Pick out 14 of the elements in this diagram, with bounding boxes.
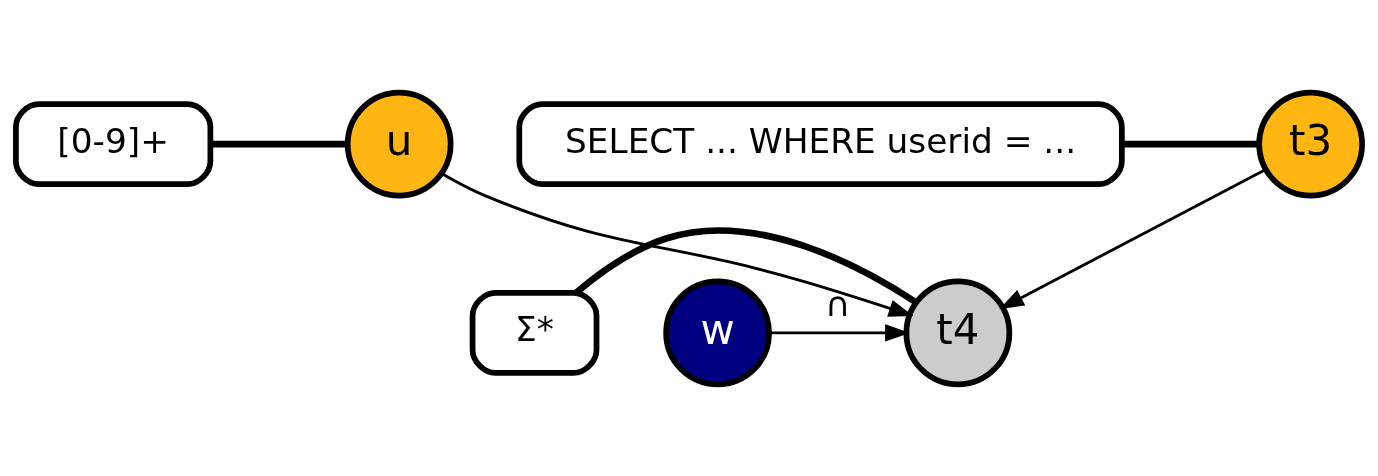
- edge-label: ∩: [825, 283, 851, 324]
- connector: [210, 140, 347, 147]
- arrow: [440, 171, 914, 317]
- node-circle: w: [663, 278, 772, 387]
- node-box: SELECT ... WHERE userid = ...: [516, 100, 1125, 187]
- node-circle: u: [344, 89, 454, 198]
- arrow: [769, 323, 910, 342]
- node-circle: t3: [1256, 89, 1365, 198]
- node-box: [0-9]+: [13, 100, 214, 187]
- connector: [574, 226, 918, 305]
- connector: [1122, 140, 1260, 147]
- node-circle: t4: [903, 278, 1013, 387]
- arrow: [999, 168, 1266, 309]
- node-box: Σ*: [469, 289, 600, 376]
